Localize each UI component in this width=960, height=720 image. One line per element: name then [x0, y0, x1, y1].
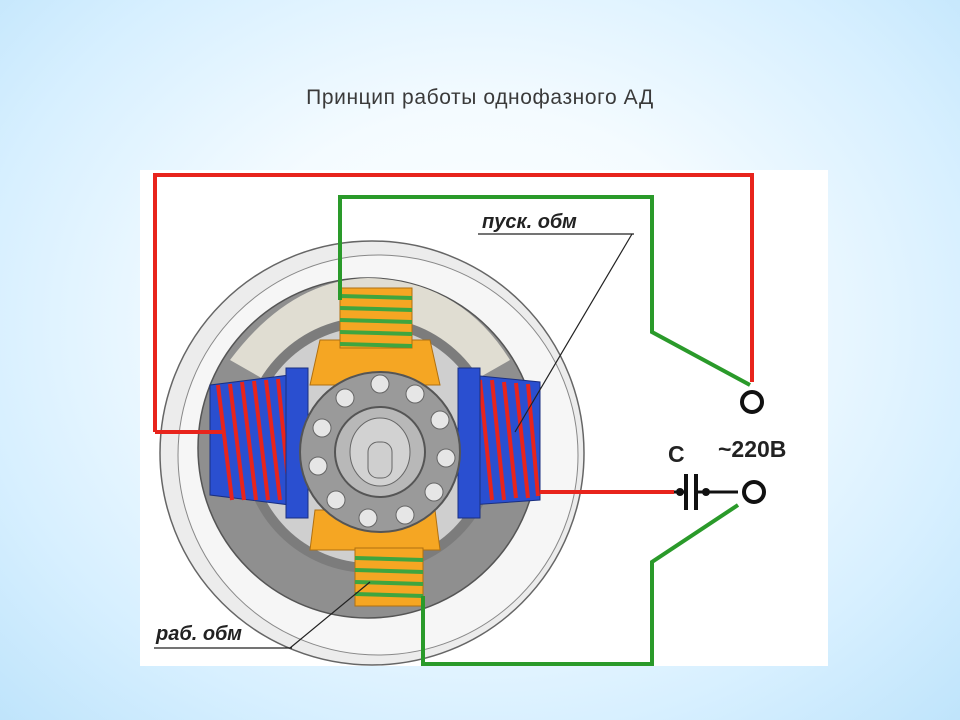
- label-supply-voltage: ~220B: [718, 436, 786, 462]
- terminal-bottom: [742, 480, 766, 504]
- leader-start-winding: [514, 233, 633, 433]
- leader-work-winding: [289, 581, 371, 649]
- coil-right-start-winding: [478, 379, 540, 501]
- rotor-holes: [308, 374, 456, 528]
- shaft-key: [367, 441, 393, 479]
- coil-top-green: [339, 294, 413, 348]
- label-work-winding: раб. обм: [155, 623, 242, 645]
- wire-red-phase: [153, 173, 754, 432]
- motor-diagram: пуск. обм раб. обм C ~220B: [140, 170, 828, 666]
- capacitor: [674, 474, 738, 510]
- coil-left-work-winding: [216, 378, 292, 501]
- label-start-winding: пуск. обм: [482, 211, 577, 233]
- wire-green-lower: [421, 503, 740, 666]
- label-capacitor: C: [668, 441, 685, 467]
- motor-diagram-svg: пуск. обм раб. обм C ~220B: [153, 173, 786, 666]
- coil-bottom-green: [354, 556, 424, 598]
- terminal-top: [740, 390, 764, 414]
- pole-right-shoe: [457, 367, 481, 519]
- slide-title: Принцип работы однофазного АД: [306, 86, 654, 109]
- wire-green-upper: [338, 195, 751, 387]
